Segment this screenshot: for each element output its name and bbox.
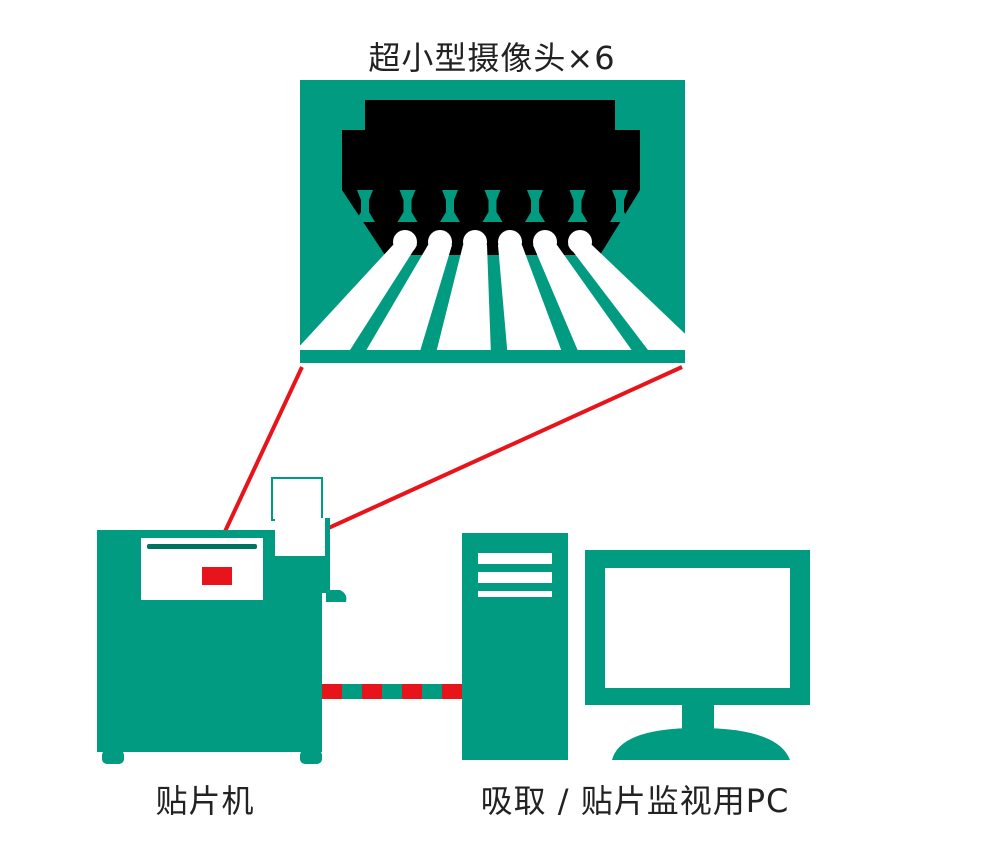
cable xyxy=(322,684,462,699)
camera-array xyxy=(355,190,630,222)
cable-segment xyxy=(402,684,422,699)
camera-lens-mount xyxy=(482,190,503,222)
camera-beam xyxy=(568,245,702,350)
placement-machine xyxy=(97,477,347,764)
camera-beam xyxy=(436,245,491,350)
cable-segment xyxy=(322,684,342,699)
cable-segment xyxy=(362,684,382,699)
camera-lens xyxy=(533,230,557,254)
camera-location-marker xyxy=(202,567,232,585)
camera-lens-mount xyxy=(525,190,545,222)
camera-lens xyxy=(428,230,452,254)
camera-beams xyxy=(296,230,702,350)
camera-lens xyxy=(393,230,417,254)
pc-monitor xyxy=(585,550,810,760)
pc-tower xyxy=(462,533,568,760)
camera-lens xyxy=(498,230,522,254)
camera-lens-mount xyxy=(440,190,460,222)
cable-segment xyxy=(382,684,402,699)
camera-lens-mount xyxy=(397,190,418,222)
camera-beam xyxy=(366,245,452,350)
camera-lens-mount xyxy=(567,190,588,222)
pc-label: 吸取 / 贴片监视用PC xyxy=(480,782,790,820)
camera-lens xyxy=(568,230,592,254)
machine-label: 贴片机 xyxy=(155,782,255,820)
camera-beam xyxy=(498,245,562,350)
camera-beam xyxy=(296,245,417,350)
cable-segment xyxy=(422,684,442,699)
camera-panel xyxy=(296,80,702,363)
cable-segment xyxy=(442,684,462,699)
camera-lens xyxy=(463,230,487,254)
cable-segment xyxy=(342,684,362,699)
camera-lens-mount xyxy=(610,190,630,222)
camera-lens-mount xyxy=(355,190,375,222)
camera-beam xyxy=(533,245,632,350)
camera-title: 超小型摄像头×6 xyxy=(368,39,616,77)
